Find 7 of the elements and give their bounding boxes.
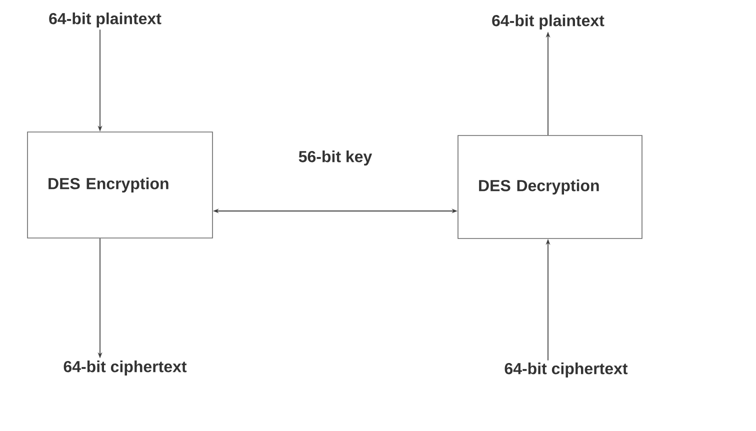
text-label: 64-bit plaintext: [49, 12, 162, 28]
process-box: DES Decryption: [458, 135, 642, 239]
text-label: 64-bit ciphertext: [64, 360, 187, 376]
process-box: DES Encryption: [27, 132, 213, 238]
text-label: 64-bit plaintext: [492, 14, 604, 30]
text-label: 64-bit ciphertext: [504, 362, 628, 378]
edge-label: 56-bit key: [298, 150, 372, 166]
